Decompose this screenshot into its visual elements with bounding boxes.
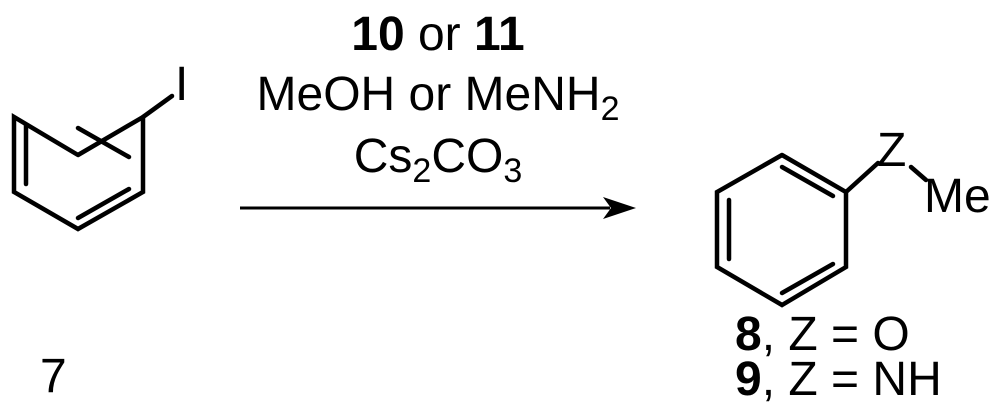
catalyst-or: or bbox=[405, 8, 474, 61]
product-key-9-text: , Z = NH bbox=[762, 353, 942, 406]
iodine-atom-label: I bbox=[175, 58, 188, 111]
base-subscript-2: 3 bbox=[503, 152, 522, 190]
nucleophile-text: MeOH or MeNH bbox=[257, 68, 601, 121]
ring-outline bbox=[11, 113, 146, 232]
ring-double-bond-1 bbox=[75, 125, 132, 160]
arrow-head bbox=[603, 197, 636, 219]
product-key-8: 8, Z = O bbox=[735, 308, 910, 361]
z-methyl-bond bbox=[908, 164, 929, 183]
product-key-8-number: 8 bbox=[735, 308, 762, 361]
catalyst-number-b: 11 bbox=[474, 8, 525, 61]
methyl-group-label: Me bbox=[924, 170, 991, 223]
reactant-benzene-ring bbox=[11, 93, 175, 232]
product-double-bond-3 bbox=[779, 164, 836, 199]
reaction-arrow bbox=[240, 197, 636, 219]
product-key-9: 9, Z = NH bbox=[735, 353, 942, 406]
catalyst-number-a: 10 bbox=[351, 8, 404, 61]
nucleophile-subscript: 2 bbox=[601, 90, 620, 128]
base-subscript-1: 2 bbox=[412, 152, 431, 190]
aryl-z-bond bbox=[843, 160, 881, 195]
ring-double-bond-3 bbox=[75, 186, 132, 221]
product-ring-outline bbox=[714, 152, 849, 308]
product-double-bond-2 bbox=[779, 261, 836, 296]
base-text-b: CO bbox=[431, 130, 503, 183]
reactant-compound-number: 7 bbox=[40, 350, 67, 403]
reagent-line-base: Cs2CO3 bbox=[354, 130, 523, 190]
carbon-iodine-bond bbox=[140, 93, 175, 120]
reagent-line-nucleophile: MeOH or MeNH2 bbox=[257, 68, 620, 128]
product-benzene-ring bbox=[714, 152, 929, 308]
product-key-8-text: , Z = O bbox=[762, 308, 910, 361]
z-atom-label: Z bbox=[877, 124, 906, 177]
product-key-9-number: 9 bbox=[735, 353, 762, 406]
reagent-line-catalysts: 10 or 11 bbox=[351, 8, 525, 61]
base-text-a: Cs bbox=[354, 130, 413, 183]
